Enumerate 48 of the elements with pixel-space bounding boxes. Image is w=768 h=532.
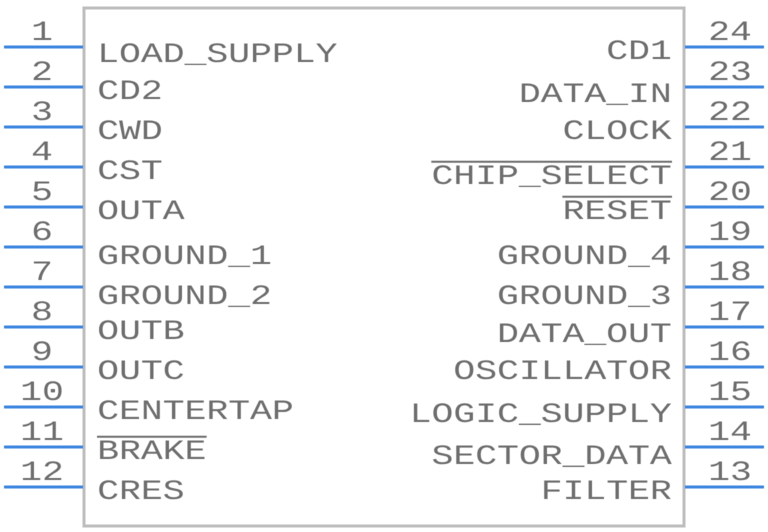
pin-name: CLOCK (564, 120, 672, 140)
pin-name: CD1 (608, 40, 670, 60)
pin-number: 20 (710, 181, 750, 200)
pin-name: CD2 (99, 80, 160, 100)
pin-name: CRES (99, 480, 183, 500)
pin-name: SECTOR_DATA (432, 445, 672, 467)
pin-name: BRAKE (100, 440, 205, 459)
pin-number: 18 (710, 261, 750, 280)
pin-name: OUTB (99, 320, 184, 340)
pin-name: DATA_OUT (500, 323, 670, 345)
pin-number: 12 (22, 461, 62, 480)
pin-number: 22 (710, 101, 750, 120)
pin-name: DATA_IN (522, 84, 669, 105)
pin-number: 15 (710, 382, 750, 400)
pin-number: 3 (33, 101, 51, 120)
pin-name: GROUND_3 (499, 285, 670, 307)
pin-number: 17 (710, 302, 749, 320)
pin-number: 23 (710, 61, 750, 80)
pin-name: CENTERTAP (99, 400, 292, 420)
pin-name: LOAD_SUPPLY (101, 43, 337, 65)
pin-number: 14 (710, 422, 750, 440)
pin-name: LOGIC_SUPPLY (414, 403, 672, 425)
pin-name: OSCILLATOR (455, 360, 671, 380)
pin-name: OUTC (99, 360, 184, 380)
pin-name: CHIP_SELECT (434, 165, 670, 187)
pin-number: 11 (22, 422, 62, 440)
pin-number: 2 (34, 61, 50, 80)
pin-name: OUTA (99, 200, 185, 220)
pin-name: CWD (99, 120, 161, 140)
pin-name: RESET (565, 200, 670, 220)
pin-number: 8 (33, 301, 51, 320)
pin-number: 7 (34, 262, 50, 280)
pin-name: FILTER (544, 480, 671, 499)
pin-name: GROUND_2 (99, 285, 270, 307)
pin-number: 4 (32, 142, 52, 160)
pin-number: 24 (710, 21, 750, 40)
pin-number: 16 (710, 341, 750, 360)
pin-name: CST (99, 160, 162, 180)
pin-number: 9 (34, 341, 50, 360)
pin-number: 21 (710, 141, 750, 160)
pin-number: 1 (34, 22, 52, 40)
pin-name: GROUND_1 (99, 245, 270, 267)
pin-number: 10 (22, 381, 62, 400)
pin-name: GROUND_4 (499, 245, 670, 267)
pin-number: 5 (33, 182, 51, 200)
pin-number: 13 (710, 461, 750, 480)
pin-number: 6 (34, 221, 51, 240)
pin-number: 19 (710, 221, 750, 240)
